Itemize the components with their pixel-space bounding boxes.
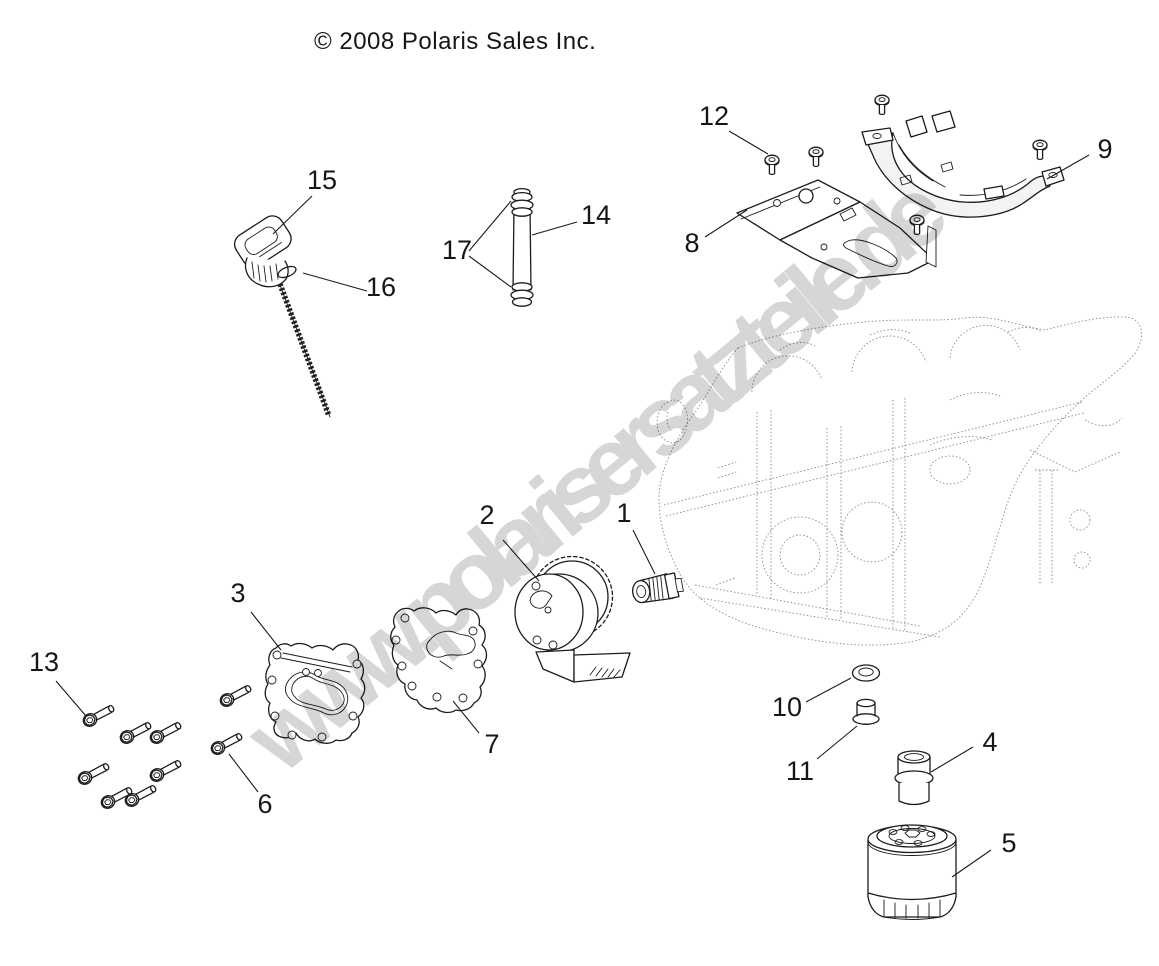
copyright-text: © 2008 Polaris Sales Inc. [314, 28, 597, 55]
filter-fitting [894, 750, 934, 806]
callout-labels: 1 2 3 4 5 6 7 8 9 10 11 12 13 14 15 16 1… [29, 101, 1113, 858]
oil-filter [867, 824, 957, 920]
screw [1032, 139, 1048, 161]
bolt [80, 701, 117, 730]
bolt [117, 718, 154, 747]
crankcase-sketch [656, 316, 1142, 646]
callout-label-7: 7 [484, 729, 499, 759]
screw [909, 214, 925, 236]
bolt [122, 781, 159, 810]
pump-gasket [390, 607, 488, 714]
pump-coupler [632, 572, 684, 604]
bolt [147, 756, 184, 785]
dipstick [233, 215, 332, 418]
callout-label-17: 17 [442, 235, 472, 265]
callout-label-11: 11 [786, 756, 814, 786]
mount-plate [736, 179, 937, 279]
oil-pump [514, 555, 631, 683]
oil-tube [510, 187, 534, 307]
screw [874, 94, 890, 116]
screw [808, 146, 824, 168]
callout-label-6: 6 [257, 789, 272, 819]
callout-label-15: 15 [307, 165, 337, 195]
drain-plug [852, 698, 880, 725]
screw [764, 154, 780, 176]
bolt [75, 759, 112, 788]
cover-bolts [75, 681, 254, 812]
callout-label-1: 1 [616, 498, 631, 528]
callout-label-12: 12 [699, 101, 729, 131]
pump-cover [264, 642, 366, 744]
leader-lines [55, 130, 1090, 878]
callout-label-2: 2 [479, 500, 494, 530]
bolt [147, 718, 184, 747]
dipstick-oring [277, 265, 297, 279]
callout-label-4: 4 [982, 727, 997, 757]
callout-label-16: 16 [366, 272, 396, 302]
bolt [208, 729, 245, 758]
support-strap [861, 110, 1065, 218]
callout-label-10: 10 [772, 692, 802, 722]
callout-label-9: 9 [1097, 134, 1112, 164]
callout-label-13: 13 [29, 647, 59, 677]
callout-label-3: 3 [230, 578, 245, 608]
sealing-washer [851, 664, 881, 682]
callout-label-5: 5 [1001, 828, 1016, 858]
callout-label-8: 8 [684, 228, 699, 258]
bolt [217, 681, 254, 710]
callout-label-14: 14 [581, 200, 611, 230]
